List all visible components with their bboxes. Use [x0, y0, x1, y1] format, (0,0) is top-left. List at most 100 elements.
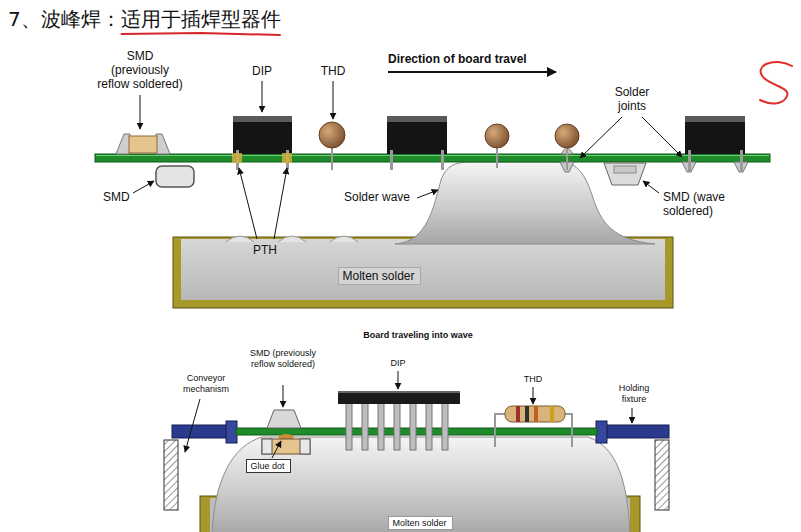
pcb-highlight	[96, 155, 769, 156]
dip-lead	[688, 150, 691, 171]
leader-line	[398, 371, 399, 389]
leader-line	[239, 168, 257, 239]
molten-solder-box: Molten solder	[338, 267, 421, 285]
leader-line	[133, 181, 154, 193]
smd-wave-soldered	[604, 163, 646, 185]
solder-wave-label: Solder wave	[344, 190, 410, 204]
dip-label: DIP	[390, 358, 405, 369]
glue-dot-box: Glue dot	[246, 459, 291, 473]
conveyor-wall	[655, 440, 669, 510]
leader-lines	[185, 371, 632, 458]
solder-wave	[395, 162, 655, 244]
surface-ripple	[226, 236, 358, 242]
thd-part	[485, 124, 509, 148]
leader-line	[632, 408, 633, 423]
dip-pin	[378, 402, 384, 450]
pth-pad	[232, 153, 242, 163]
holding-fixture	[597, 425, 669, 438]
conveyor-clamp	[226, 421, 237, 443]
dip-pin	[362, 402, 368, 450]
thd-label: THD	[524, 374, 543, 385]
solder-wave	[212, 437, 630, 532]
smd-cap	[262, 439, 272, 454]
leader-line	[533, 387, 534, 404]
leader-line	[333, 81, 334, 119]
leader-line	[643, 181, 659, 193]
direction-arrow	[388, 71, 556, 73]
leader-line	[272, 441, 281, 458]
leader-line	[140, 95, 141, 129]
dip-body	[233, 116, 292, 154]
dip-top	[387, 116, 447, 122]
red-underline	[121, 33, 281, 35]
smd-body	[129, 136, 157, 153]
conveyor-label: Conveyor mechanism	[179, 373, 233, 395]
molten-solder-box: Molten solder	[388, 516, 453, 530]
page-title: 7、波峰焊：适用于插焊型器件	[8, 6, 281, 32]
dip-top	[338, 391, 460, 393]
leader-line	[262, 81, 263, 112]
leader-line	[580, 117, 622, 158]
smd-label: SMD (previously reflow soldered)	[250, 348, 316, 370]
direction-label: Direction of board travel	[388, 52, 527, 66]
conveyor-wall	[164, 440, 178, 510]
dip-body	[685, 116, 745, 154]
resistor-symbol	[505, 406, 565, 422]
solder-tank	[173, 237, 673, 308]
dip-label: DIP	[252, 64, 272, 78]
smd-label: SMD (wave soldered)	[663, 190, 745, 218]
smd-cap	[300, 439, 310, 454]
dip-top	[685, 116, 745, 122]
dip-pin	[346, 402, 352, 450]
thd-lead	[496, 146, 498, 168]
smd-fillet	[116, 134, 130, 154]
pth-label: PTH	[253, 243, 277, 257]
smd-body	[262, 439, 310, 454]
resistor-band	[534, 406, 538, 422]
leader-line	[417, 190, 438, 198]
resistor-band	[516, 406, 520, 422]
fixture-label: Holding fixture	[610, 383, 658, 405]
resistor-band	[525, 406, 529, 422]
dip-top	[233, 116, 292, 122]
dip-pin	[426, 402, 432, 450]
resistor-band	[550, 406, 554, 422]
leader-line	[642, 117, 682, 157]
box-text: Molten solder	[343, 269, 416, 283]
smd-label: SMD	[103, 190, 130, 204]
leader-line	[274, 168, 287, 239]
thd-lead	[566, 146, 568, 170]
red-mark	[760, 62, 792, 104]
thd-label: THD	[321, 64, 346, 78]
smd-body	[614, 166, 636, 173]
solder-joints-label: Solder joints	[607, 85, 657, 113]
dip-lead	[740, 150, 743, 171]
smd-fillet	[156, 134, 170, 154]
smd-bottom	[156, 166, 194, 187]
dip-body	[387, 116, 447, 154]
dip-pin	[442, 402, 448, 450]
dip-lead	[390, 150, 393, 170]
box-text: Molten solder	[393, 518, 448, 528]
leader-line	[185, 399, 200, 452]
pth-pad	[282, 153, 292, 163]
dip-pin	[410, 402, 416, 450]
thd-part	[555, 124, 579, 148]
thd-lead	[331, 146, 333, 170]
leader-line	[283, 385, 284, 407]
figure-caption: Board traveling into wave	[363, 330, 473, 341]
resistor-lead	[495, 414, 506, 447]
dip-part	[338, 391, 460, 450]
resistor-lead	[564, 414, 572, 447]
pcb-board	[95, 154, 770, 162]
molten-solder-pool	[181, 239, 665, 300]
dip-body	[338, 391, 460, 404]
dip-pin	[394, 402, 400, 450]
dip-lead	[441, 150, 444, 170]
holding-clamp	[596, 421, 607, 443]
smd-label: SMD (previously reflow soldered)	[96, 49, 184, 91]
thd-part	[319, 122, 345, 148]
smd-top	[267, 410, 301, 428]
